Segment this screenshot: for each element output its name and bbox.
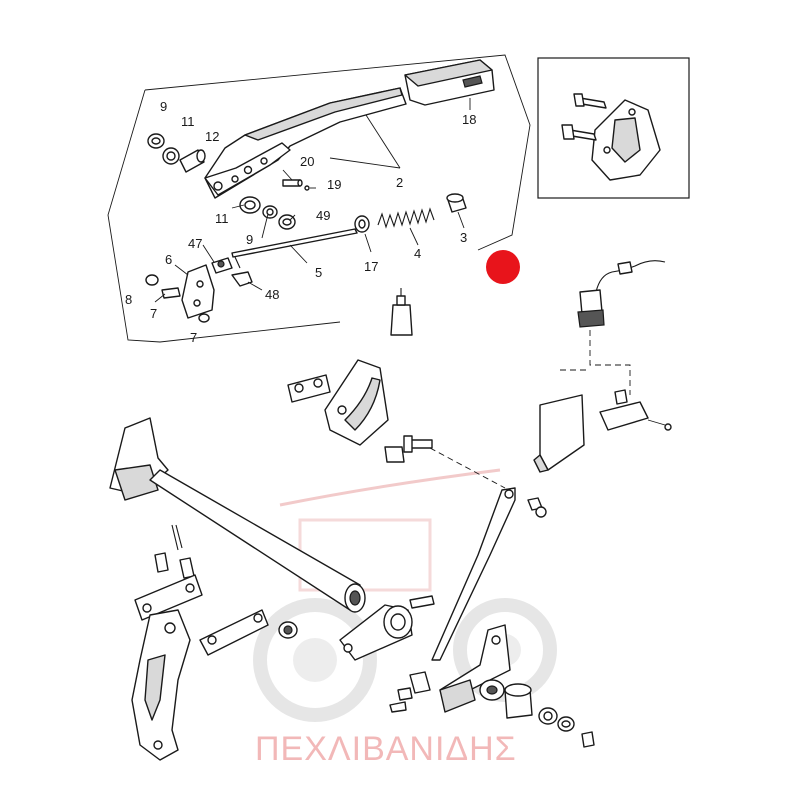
spring-4 [377,207,435,229]
clip-48 [231,271,253,287]
bolt-right [581,731,595,748]
bushing-3 [446,193,467,213]
rod-clevis [389,671,431,713]
callout-4: 4 [414,246,421,261]
callout-7a: 7 [150,306,157,321]
watermark-text: ΠΕΧΛΙΒΑΝΙΔΗΣ [255,730,517,768]
callout-20: 20 [300,154,314,169]
bushing-sleeve [504,683,533,719]
rod-5 [231,228,358,269]
callout-49: 49 [316,208,330,223]
pedal-arm [131,609,191,761]
shaft-lever-arm [339,604,413,661]
clip-19 [304,185,310,191]
watermark-hub-left [293,638,337,682]
callout-2: 2 [396,175,403,190]
middle-bushing [384,446,405,463]
connecting-rod [431,487,516,661]
callout-9a: 9 [160,99,167,114]
callout-labels: 9 11 12 20 19 2 18 11 49 9 3 47 6 5 17 4… [125,99,476,345]
lever-grip [404,59,495,106]
link-plate-middle [199,609,269,656]
callout-7b: 7 [190,330,197,345]
tube-bolt [409,595,435,609]
callout-12: 12 [205,129,219,144]
pin-left-2 [179,557,195,579]
cotter-pin [171,524,183,551]
callout-5: 5 [315,265,322,280]
pin-left [154,552,169,573]
sensor-switch [560,260,666,395]
callout-17: 17 [364,259,378,274]
link-plate-lower [134,574,203,621]
callout-18: 18 [462,112,476,127]
callout-48: 48 [265,287,279,302]
clip-8 [145,274,159,286]
mounting-bracket-right [533,389,672,473]
pin-7-upper [161,287,181,299]
watermark-wheel-left [253,598,377,722]
lower-right-bracket [439,624,511,713]
callout-8: 8 [125,292,132,307]
middle-bolt [403,435,433,453]
callout-6: 6 [165,252,172,267]
clip-7-lower [198,313,210,323]
quadrant-plate [324,359,389,446]
link-plate-small [287,374,331,403]
red-dot-marker [486,250,520,284]
leader-lines-upper [154,98,471,303]
watermark-roof-line [279,468,501,507]
bracket-6 [181,264,215,319]
callout-19: 19 [327,177,341,192]
brake-lever [204,87,407,199]
grease-bottle-icon [390,288,413,336]
cross-shaft [109,417,366,613]
assembly-boundary [107,54,531,343]
callout-9b: 9 [246,232,253,247]
callout-11a: 11 [181,114,195,129]
callout-3: 3 [460,230,467,245]
callout-47: 47 [188,236,202,251]
fork-47 [211,257,233,274]
inset-detail-box [537,57,690,199]
callout-11b: 11 [215,211,229,226]
